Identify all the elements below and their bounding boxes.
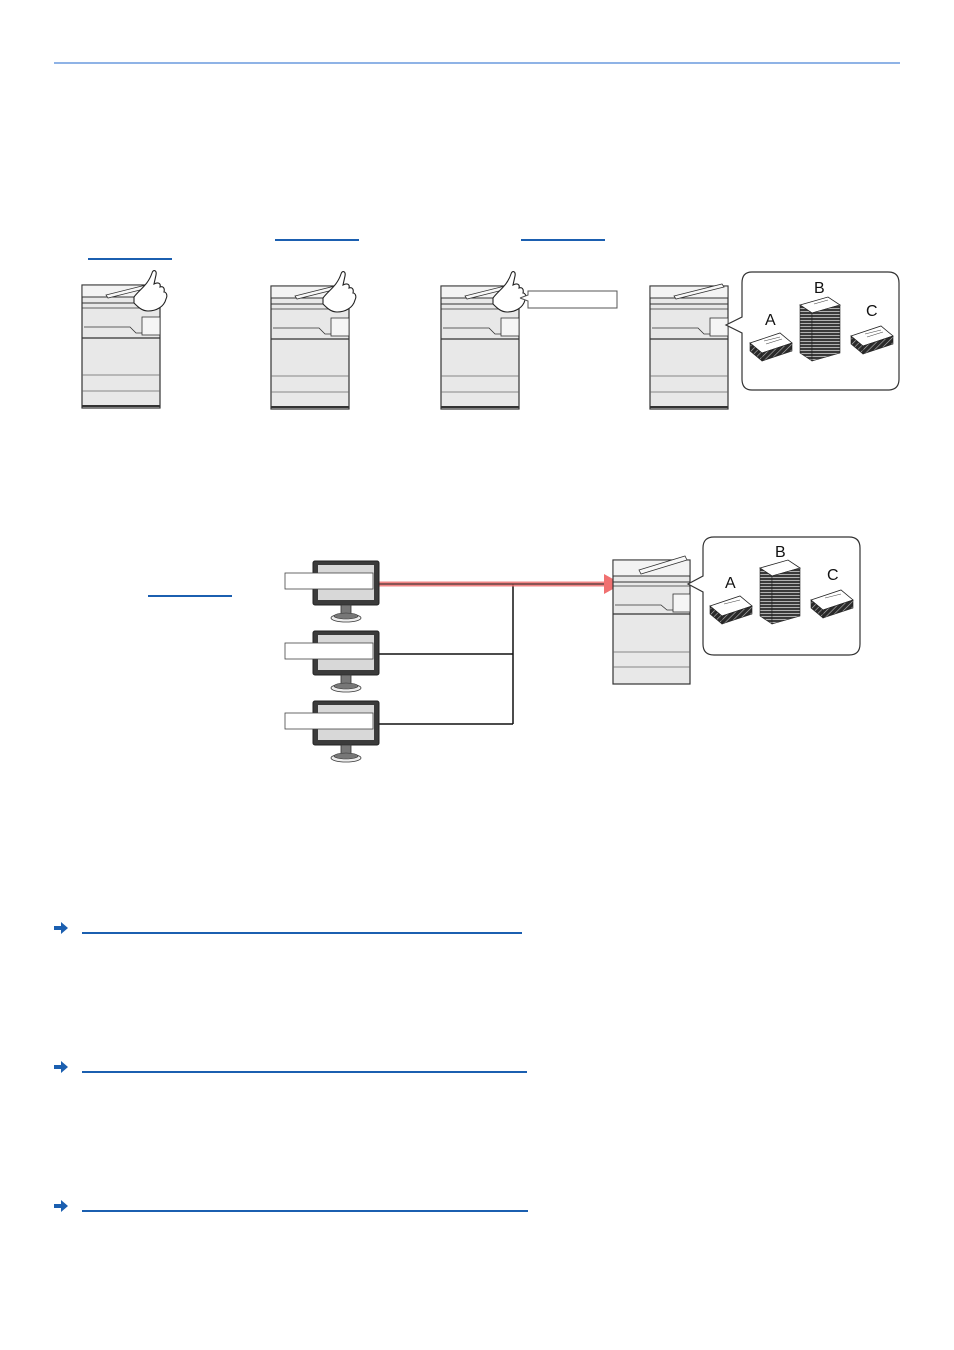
- computer-1: [312, 560, 380, 623]
- scan-sequence-illustration: A B C: [81, 269, 900, 410]
- reference-link-1[interactable]: [82, 932, 522, 934]
- link-underline-2[interactable]: [275, 239, 359, 241]
- printer: [612, 555, 691, 685]
- arrow-right-icon: [54, 1200, 68, 1212]
- stack-label-b-2: B: [775, 544, 786, 561]
- link-underline-1[interactable]: [88, 258, 172, 260]
- computer-3: [312, 700, 380, 763]
- stack-label-a-2: A: [725, 575, 736, 592]
- hand-1: [133, 269, 168, 312]
- mfp-4: [649, 283, 729, 410]
- computer-2: [312, 630, 380, 693]
- hand-3: [492, 270, 527, 313]
- callout-box: [519, 290, 618, 309]
- link-underline-4[interactable]: [148, 595, 232, 597]
- stack-label-b: B: [814, 280, 825, 297]
- stack-label-a: A: [765, 312, 776, 329]
- reference-link-3[interactable]: [82, 1210, 528, 1212]
- network-print-illustration: A B C: [284, 536, 861, 763]
- stack-label-c-2: C: [827, 567, 839, 584]
- stack-b-2: [759, 559, 801, 625]
- arrow-right-icon: [54, 922, 68, 934]
- reference-link-2[interactable]: [82, 1071, 527, 1073]
- arrow-right-icon: [54, 1061, 68, 1073]
- hand-2: [322, 270, 357, 313]
- header-rule: [54, 62, 900, 64]
- computer-2-label-box: [284, 642, 374, 660]
- stack-b: [799, 296, 841, 362]
- computer-3-label-box: [284, 712, 374, 730]
- computer-1-label-box: [284, 572, 374, 590]
- link-underline-3[interactable]: [521, 239, 605, 241]
- stack-label-c: C: [866, 303, 878, 320]
